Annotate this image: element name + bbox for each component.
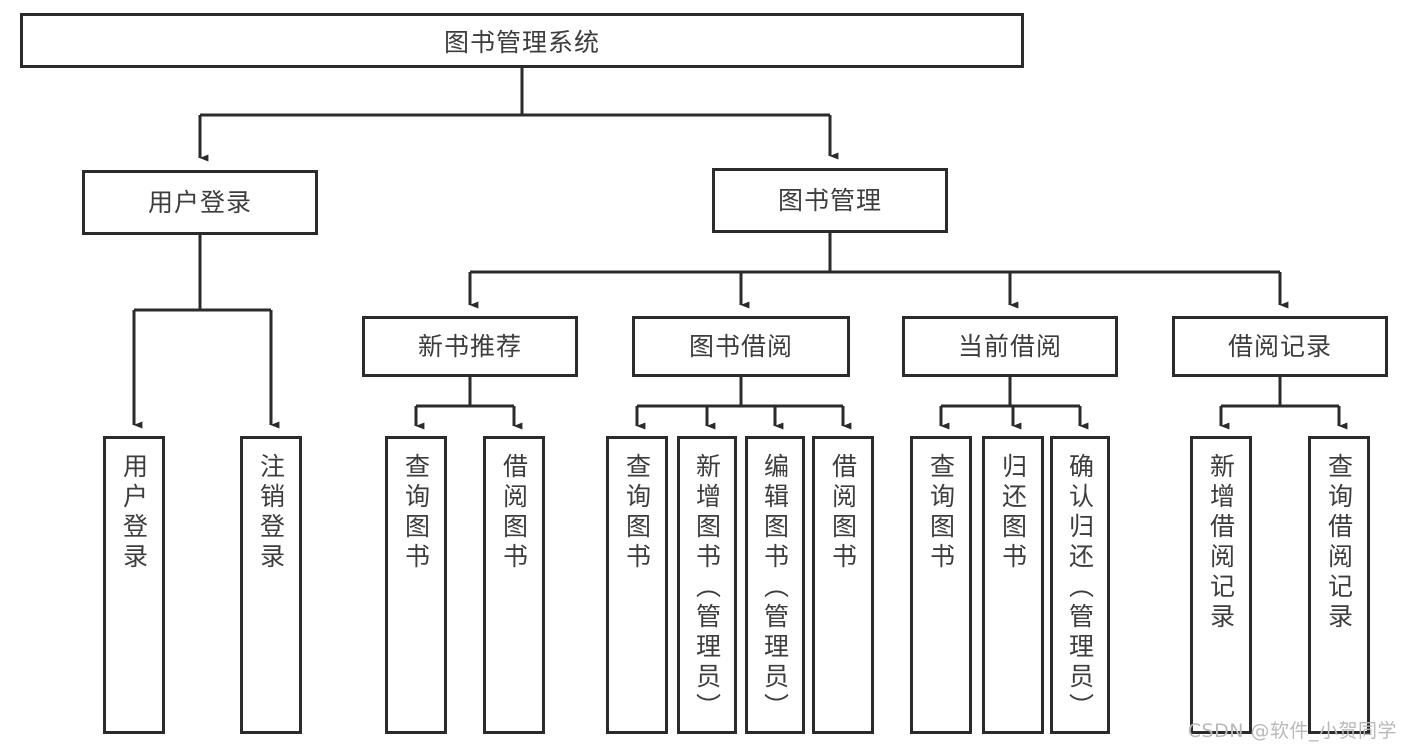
node-leaf-return-book[interactable]: 归还图书 [982, 436, 1044, 734]
node-leaf-borrow-book-1-label: 借阅图书 [499, 453, 529, 573]
node-leaf-borrow-book-2[interactable]: 借阅图书 [812, 436, 874, 734]
node-root[interactable]: 图书管理系统 [20, 13, 1024, 68]
node-leaf-logout-login[interactable]: 注销登录 [240, 436, 302, 734]
node-leaf-query-book-1-label: 查询图书 [401, 453, 431, 573]
node-leaf-user-login-label: 用户登录 [119, 453, 149, 573]
node-leaf-edit-book[interactable]: 编辑图书（管理员） [745, 436, 805, 734]
node-leaf-edit-book-label: 编辑图书（管理员） [760, 453, 790, 723]
node-leaf-return-book-label: 归还图书 [998, 453, 1028, 573]
node-user-login[interactable]: 用户登录 [82, 170, 318, 235]
node-leaf-query-book-3-label: 查询图书 [926, 453, 956, 573]
node-user-login-label: 用户登录 [147, 187, 252, 217]
node-leaf-add-record-label: 新增借阅记录 [1206, 453, 1236, 633]
node-leaf-query-book-2-label: 查询图书 [622, 453, 652, 573]
node-book-manage[interactable]: 图书管理 [712, 168, 948, 233]
node-new-book-recommend-label: 新书推荐 [417, 331, 522, 361]
node-book-borrow[interactable]: 图书借阅 [632, 316, 850, 377]
node-current-borrow-label: 当前借阅 [957, 331, 1062, 361]
node-root-label: 图书管理系统 [443, 27, 600, 57]
node-leaf-user-login[interactable]: 用户登录 [103, 436, 165, 734]
node-leaf-logout-login-label: 注销登录 [256, 453, 286, 573]
node-leaf-confirm-return-label: 确认归还（管理员） [1065, 453, 1095, 723]
node-leaf-borrow-book-1[interactable]: 借阅图书 [483, 436, 545, 734]
node-borrow-record-label: 借阅记录 [1227, 331, 1332, 361]
node-book-borrow-label: 图书借阅 [688, 331, 793, 361]
node-leaf-query-book-3[interactable]: 查询图书 [910, 436, 972, 734]
node-leaf-add-book-label: 新增图书（管理员） [692, 453, 722, 723]
node-leaf-query-record[interactable]: 查询借阅记录 [1308, 436, 1370, 734]
node-current-borrow[interactable]: 当前借阅 [902, 316, 1118, 377]
csdn-watermark: CSDN @软件_小贺同学 [1187, 720, 1397, 742]
node-leaf-confirm-return[interactable]: 确认归还（管理员） [1050, 436, 1110, 734]
node-borrow-record[interactable]: 借阅记录 [1172, 316, 1388, 377]
node-book-manage-label: 图书管理 [777, 185, 882, 215]
node-leaf-query-book-2[interactable]: 查询图书 [606, 436, 668, 734]
node-leaf-query-record-label: 查询借阅记录 [1324, 453, 1354, 633]
node-leaf-borrow-book-2-label: 借阅图书 [828, 453, 858, 573]
node-new-book-recommend[interactable]: 新书推荐 [362, 316, 578, 377]
node-leaf-add-book[interactable]: 新增图书（管理员） [677, 436, 737, 734]
node-leaf-query-book-1[interactable]: 查询图书 [385, 436, 447, 734]
node-leaf-add-record[interactable]: 新增借阅记录 [1190, 436, 1252, 734]
